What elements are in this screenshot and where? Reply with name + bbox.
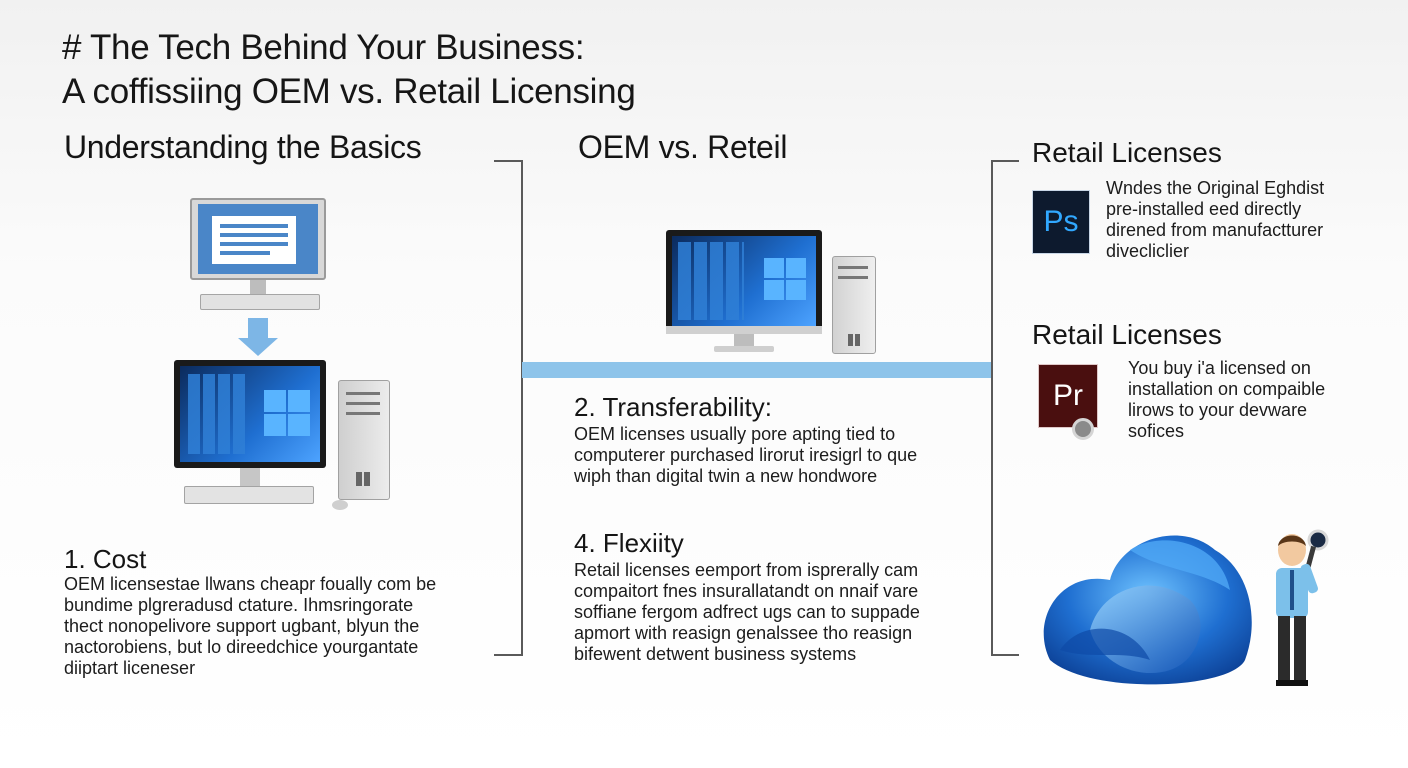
retail1-text: Wndes the Original Eghdist pre-installed… bbox=[1106, 178, 1396, 262]
right-divider bbox=[991, 160, 993, 656]
left-divider bbox=[521, 160, 523, 656]
transferability-line: computerer purchased lirorut iresigrl to… bbox=[574, 445, 918, 465]
connector-bar bbox=[522, 362, 992, 378]
retail1-line: divecliclier bbox=[1106, 241, 1190, 261]
right-divider-top bbox=[991, 160, 1019, 162]
cost-title: 1. Cost bbox=[64, 544, 147, 574]
page-title: # The Tech Behind Your Business: A coffi… bbox=[62, 26, 636, 114]
cost-line: bundime plgreradusd ctature. Ihmsringora… bbox=[64, 595, 414, 615]
premiere-icon: Pr bbox=[1038, 364, 1100, 440]
windows-pc-icon bbox=[666, 230, 878, 360]
transferability-line: OEM licenses usually pore apting tied to bbox=[574, 424, 896, 444]
retail-licenses-title-2: Retail Licenses bbox=[1032, 319, 1222, 350]
left-divider-bottom bbox=[494, 654, 522, 656]
title-line-1: # The Tech Behind Your Business: bbox=[62, 28, 585, 67]
retail2-text: You buy i'a licensed on installation on … bbox=[1128, 358, 1398, 442]
flexibility-text: Retail licenses eemport from isprerally … bbox=[574, 560, 974, 665]
middle-heading: OEM vs. Reteil bbox=[578, 129, 788, 165]
cost-line: OEM licensestae llwans cheapr foually co… bbox=[64, 574, 437, 594]
retail2-line: sofices bbox=[1128, 421, 1185, 441]
cost-text: OEM licensestae llwans cheapr foually co… bbox=[64, 574, 484, 679]
transferability-title: 2. Transferability: bbox=[574, 392, 772, 422]
flexibility-line: bifewent detwent business systems bbox=[574, 644, 857, 664]
windows-bloom-icon bbox=[1043, 535, 1252, 685]
retail2-line: You buy i'a licensed on bbox=[1128, 358, 1311, 378]
left-divider-top bbox=[494, 160, 522, 162]
retail2-line: installation on compaible bbox=[1128, 379, 1326, 399]
cost-line: nactorobiens, but lo direedchice yourgan… bbox=[64, 637, 419, 657]
flexibility-line: Retail licenses eemport from isprerally … bbox=[574, 560, 919, 580]
flexibility-line: apmort with reasign genalssee tho reasig… bbox=[574, 623, 913, 643]
flexibility-title: 4. Flexiity bbox=[574, 528, 684, 558]
retail1-line: direned from manufactturer bbox=[1106, 220, 1324, 240]
flexibility-line: compaitort fnes insurallatandt on nnaif … bbox=[574, 581, 919, 601]
retail2-line: lirows to your devware bbox=[1128, 400, 1308, 420]
retail-licenses-title-1: Retail Licenses bbox=[1032, 137, 1222, 168]
lock-badge-icon bbox=[1072, 418, 1094, 440]
left-heading: Understanding the Basics bbox=[64, 129, 422, 165]
retail1-line: pre-installed eed directly bbox=[1106, 199, 1302, 219]
flexibility-line: soffiane fergom adfrect ugs can to suppa… bbox=[574, 602, 920, 622]
photoshop-icon: Ps bbox=[1032, 190, 1090, 254]
transferability-line: wiph than digital twin a new hondwore bbox=[574, 466, 878, 486]
retail1-line: Wndes the Original Eghdist bbox=[1106, 178, 1325, 198]
windows-pc-icon bbox=[174, 360, 394, 510]
down-arrow-icon bbox=[248, 318, 268, 340]
cost-line: diiptart liceneser bbox=[64, 658, 196, 678]
cost-line: thect nonopelivore support ugbant, blyun… bbox=[64, 616, 420, 636]
title-line-2: A coffissiing OEM vs. Retail Licensing bbox=[62, 72, 636, 111]
document-monitor-icon bbox=[190, 198, 326, 316]
transferability-text: OEM licenses usually pore apting tied to… bbox=[574, 424, 974, 487]
right-divider-bottom bbox=[991, 654, 1019, 656]
premiere-icon-label: Pr bbox=[1053, 379, 1083, 412]
photoshop-icon-label: Ps bbox=[1043, 205, 1079, 238]
person-with-magnifier-icon bbox=[1276, 529, 1329, 686]
down-arrow-head-icon bbox=[238, 338, 278, 356]
